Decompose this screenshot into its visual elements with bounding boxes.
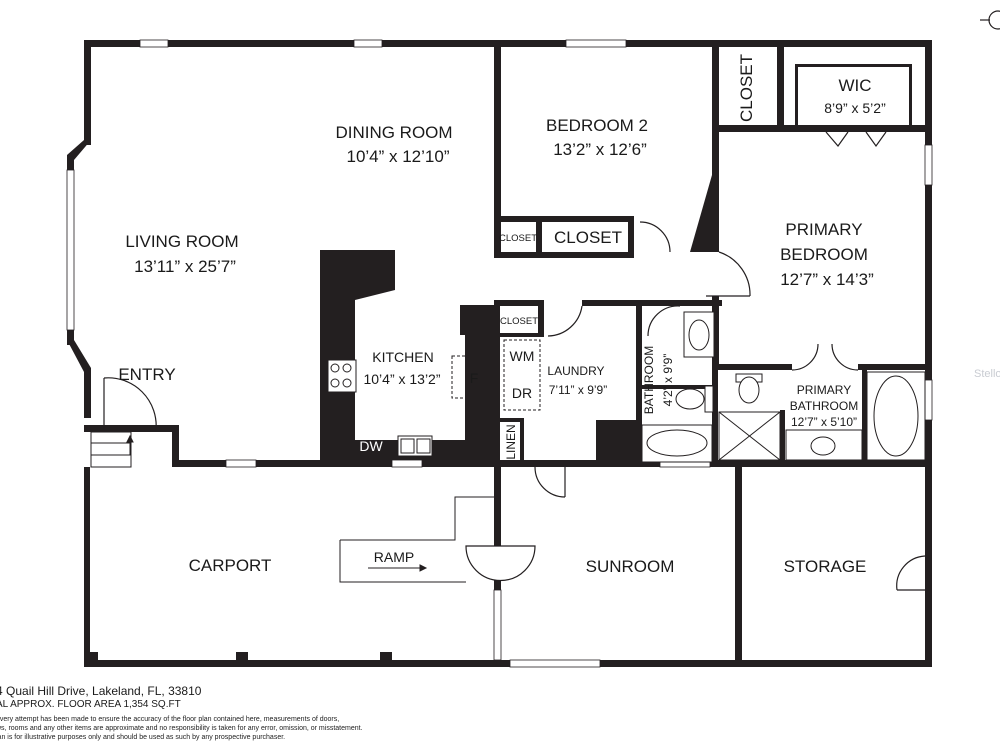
fridge-outline — [451, 339, 541, 411]
watermark-text: Stello — [974, 368, 1000, 380]
windows — [66, 39, 933, 668]
wic-name: WIC — [838, 76, 871, 95]
bedroom2-name: BEDROOM 2 — [546, 116, 648, 135]
disclaimer-line-1: every attempt has been made to ensure th… — [0, 716, 340, 723]
laundry-dims: 7’11” x 9’9” — [549, 383, 607, 397]
entry-steps — [90, 431, 134, 468]
dishwasher-label: DW — [359, 438, 383, 454]
floor-area-text: AL APPROX. FLOOR AREA 1,354 SQ.FT — [0, 699, 181, 710]
primary-bathroom-line2: BATHROOM — [790, 399, 858, 413]
carport-name: CARPORT — [189, 556, 272, 575]
wic-dims: 8’9” x 5’2” — [824, 100, 886, 116]
address-text: 4 Quail Hill Drive, Lakeland, FL, 33810 — [0, 684, 202, 698]
disclaimer-line-3: lan is for illustrative purposes only an… — [0, 734, 286, 741]
living-room-dims: 13’11” x 25’7” — [134, 257, 236, 276]
closet-small-bedroom2-name: CLOSET — [499, 233, 537, 244]
closet-top-name: CLOSET — [737, 54, 756, 122]
fridge-label: F — [470, 370, 479, 386]
dining-room-name: DINING ROOM — [335, 123, 452, 142]
bathroom-name: BATHROOM — [642, 346, 656, 414]
kitchen-name: KITCHEN — [372, 349, 433, 365]
primary-bedroom-dims: 12’7” x 14’3” — [780, 270, 874, 289]
stove — [327, 359, 357, 393]
entry-name: ENTRY — [118, 365, 175, 384]
disclaimer-line-2: ws, rooms and any other items are approx… — [0, 725, 363, 732]
closet-laundry-name: CLOSET — [500, 316, 538, 327]
primary-bathroom-line1: PRIMARY — [797, 383, 851, 397]
washer-label: WM — [510, 348, 535, 364]
dining-room-dims: 10’4” x 12’10” — [346, 147, 449, 166]
primary-bedroom-line2: BEDROOM — [780, 245, 868, 264]
doors — [103, 131, 926, 591]
kitchen-dims: 10’4” x 13’2” — [363, 371, 440, 387]
room-labels: DINING ROOM 10’4” x 12’10” LIVING ROOM 1… — [118, 54, 886, 576]
kitchen-sink — [397, 435, 433, 457]
primary-bathroom-dims: 12’7” x 5’10” — [791, 415, 857, 429]
living-room-name: LIVING ROOM — [125, 232, 238, 251]
linen-name: LINEN — [504, 424, 518, 459]
laundry-name: LAUNDRY — [547, 364, 604, 378]
primary-bedroom-line1: PRIMARY — [785, 220, 862, 239]
storage-name: STORAGE — [784, 557, 867, 576]
walls — [67, 40, 932, 667]
kitchen-cabinets — [320, 250, 494, 460]
bath-fixtures — [641, 311, 926, 463]
ramp — [339, 496, 494, 583]
dryer-label: DR — [512, 385, 532, 401]
compass-icon — [980, 10, 1000, 30]
bedroom2-dims: 13’2” x 12’6” — [553, 140, 647, 159]
sunroom-name: SUNROOM — [586, 557, 675, 576]
closet-bedroom2-name: CLOSET — [554, 228, 622, 247]
bathroom-dims: 4’2” x 9’9” — [661, 354, 675, 407]
ramp-name: RAMP — [374, 549, 414, 565]
